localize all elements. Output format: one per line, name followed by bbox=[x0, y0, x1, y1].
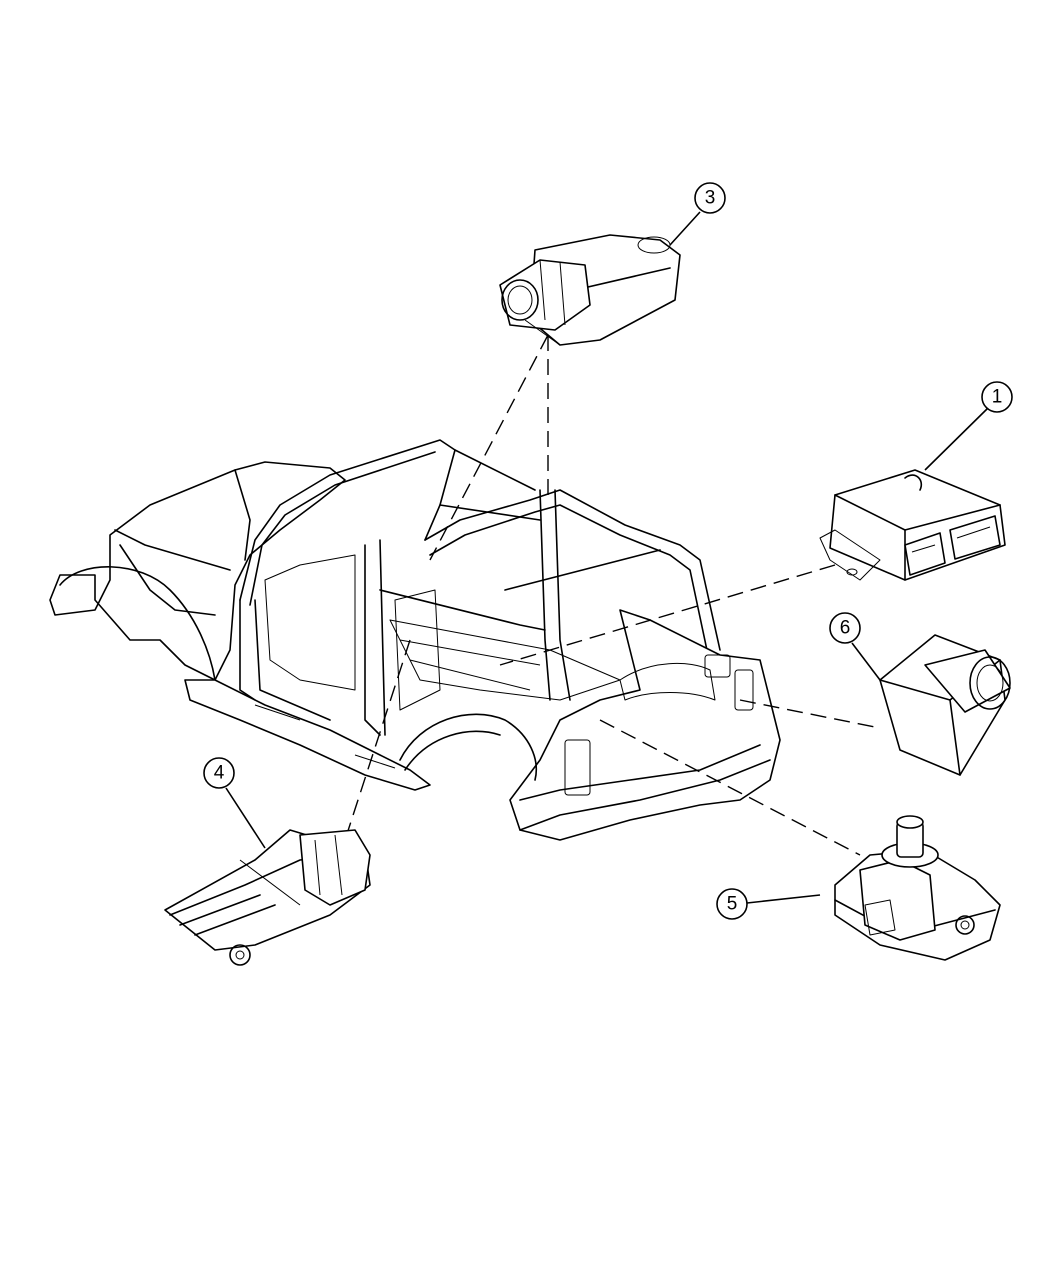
part-6-cube-sensor bbox=[879, 634, 1011, 776]
part-1-control-module bbox=[819, 469, 1006, 581]
callout-1: 1 bbox=[924, 381, 1013, 471]
callout-1-label: 1 bbox=[992, 387, 1003, 408]
callout-4: 4 bbox=[203, 757, 266, 849]
callout-6-leader bbox=[851, 642, 881, 681]
callout-4-leader bbox=[225, 787, 266, 849]
callout-3-leader bbox=[669, 211, 701, 246]
part-4-flat-sensor bbox=[164, 829, 371, 966]
callout-6: 6 bbox=[829, 612, 881, 681]
vehicle-body-shell bbox=[49, 439, 781, 841]
callout-6-label: 6 bbox=[840, 618, 851, 639]
callout-3-label: 3 bbox=[705, 188, 716, 209]
leader-lines bbox=[344, 334, 881, 856]
part-3-sensor bbox=[499, 234, 681, 346]
callout-3: 3 bbox=[669, 182, 726, 246]
part-5-mounted-sensor bbox=[834, 815, 1001, 961]
callout-5: 5 bbox=[716, 888, 821, 920]
callout-5-label: 5 bbox=[727, 894, 738, 915]
callout-4-label: 4 bbox=[214, 763, 225, 784]
callout-1-leader bbox=[924, 407, 989, 471]
callout-5-leader bbox=[746, 894, 821, 904]
